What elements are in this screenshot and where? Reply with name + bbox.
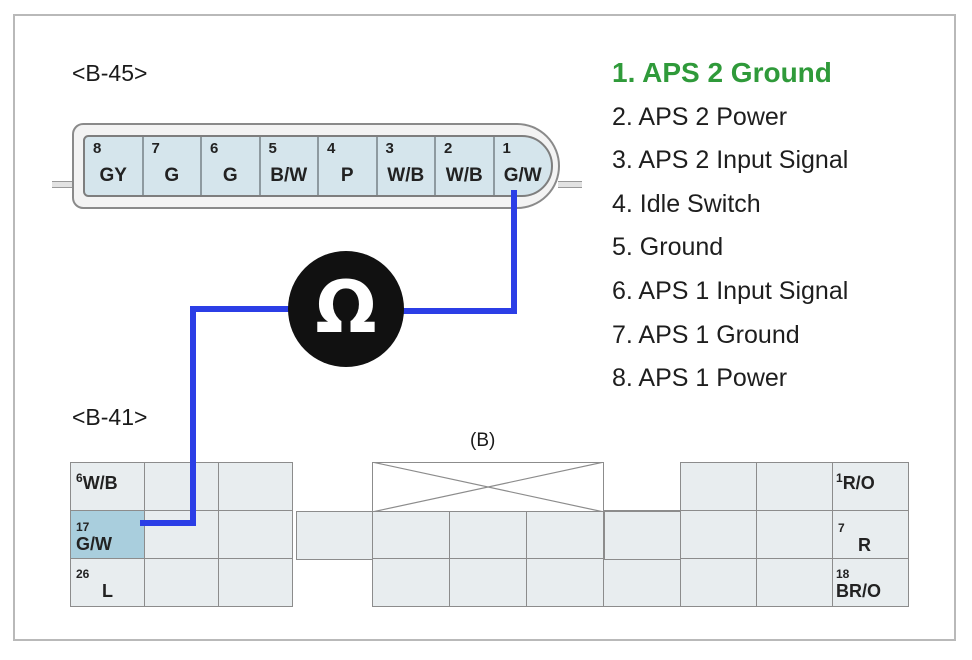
- b41-cavity: [680, 462, 757, 511]
- b41-cavity: [526, 510, 604, 559]
- connector-b45-label: <B-45>: [72, 60, 148, 86]
- legend-item-2: 2. APS 2 Power: [612, 102, 788, 131]
- b41-pin-17-number: 17: [76, 520, 90, 534]
- b45-pin-4: 4 P: [319, 137, 378, 195]
- b45-pin-2-wire: W/B: [445, 165, 483, 186]
- b45-pin-3-wire: W/B: [387, 165, 425, 186]
- b45-pin-7: 7 G: [144, 137, 202, 195]
- wire-to-meter-right: [400, 308, 517, 314]
- legend-item-1: 1. APS 2 Ground: [612, 57, 832, 88]
- b41-cavity: [756, 510, 833, 559]
- b45-pin-1-wire: G/W: [503, 165, 542, 186]
- connector-b41-label: <B-41>: [72, 404, 148, 430]
- b41-pin-6-number: 6: [76, 471, 83, 485]
- b45-pin-7-number: 7: [151, 140, 160, 157]
- b45-pin-6-number: 6: [210, 140, 219, 157]
- ohmmeter-symbol: Ω: [288, 251, 404, 367]
- b41-cavity: [756, 462, 833, 511]
- b41-cavity: [296, 511, 373, 560]
- wire-from-b45-pin1: [511, 190, 517, 314]
- legend-item-4: 4. Idle Switch: [612, 189, 761, 218]
- b41-cavity: [449, 510, 527, 559]
- legend-item-6: 6. APS 1 Input Signal: [612, 276, 849, 305]
- b41-blank-section: [372, 462, 604, 512]
- b41-cavity: [372, 510, 450, 559]
- legend-item-3: 3. APS 2 Input Signal: [612, 146, 849, 175]
- b41-cavity: [144, 462, 219, 511]
- b41-cavity: [526, 558, 604, 607]
- b45-pin-5-wire: B/W: [270, 165, 308, 186]
- b41-cavity: [680, 510, 757, 559]
- b41-pin-7-number: 7: [838, 521, 845, 535]
- b41-cavity: [680, 558, 757, 607]
- b45-pin-4-wire: P: [340, 165, 354, 186]
- b41-pin-18-number: 18: [836, 567, 850, 581]
- b41-pin-1-wire: R/O: [842, 473, 875, 493]
- b45-pin-4-number: 4: [327, 140, 336, 157]
- b45-pin-2: 2 W/B: [436, 137, 495, 195]
- omega-icon: Ω: [315, 265, 377, 349]
- b45-pin-5: 5 B/W: [261, 137, 319, 195]
- b45-pin-5-number: 5: [268, 140, 277, 157]
- b45-pin-8: 8 GY: [85, 137, 144, 195]
- b41-pin-26-wire: L: [102, 581, 113, 601]
- b41-pin-1: 1R/O: [836, 470, 875, 492]
- b41-cavity: [70, 558, 145, 607]
- b41-pin-17-wire: G/W: [76, 534, 112, 554]
- b41-pin-1-number: 1: [836, 471, 843, 485]
- b45-pin-3: 3 W/B: [378, 137, 436, 195]
- b41-pin-26-number: 26: [76, 567, 90, 581]
- wire-to-meter-left: [190, 306, 290, 312]
- b41-cavity: [218, 558, 293, 607]
- connector-b45-face: 8 GY 7 G 6 G 5 B/W 4 P 3 W/B 2 W/B 1 G/W: [83, 135, 553, 197]
- b41-pin-6: 6W/B: [76, 470, 118, 492]
- b41-cavity: [449, 558, 527, 607]
- b41-cavity: [832, 558, 909, 607]
- b45-pin-1-number: 1: [502, 140, 511, 157]
- connector-b45: 8 GY 7 G 6 G 5 B/W 4 P 3 W/B 2 W/B 1 G/W: [72, 123, 560, 209]
- wire-down-to-b41: [190, 306, 196, 526]
- b45-pin-7-wire: G: [164, 165, 180, 186]
- connector-b41-section-label: (B): [470, 430, 496, 451]
- b45-pin-3-number: 3: [385, 140, 394, 157]
- b45-pin-8-wire: GY: [99, 165, 127, 186]
- b41-cavity: [604, 511, 681, 560]
- b45-pin-8-number: 8: [93, 140, 102, 157]
- wire-to-b41-pin17: [140, 520, 196, 526]
- b45-pin-1: 1 G/W: [495, 137, 552, 195]
- b41-cavity: [144, 510, 219, 559]
- b45-pin-6-wire: G: [222, 165, 238, 186]
- b41-cavity: [70, 462, 145, 511]
- legend-item-7: 7. APS 1 Ground: [612, 320, 800, 349]
- connector-b45-rail-right: [558, 181, 582, 188]
- b41-cavity: [756, 558, 833, 607]
- b41-cavity: [218, 510, 293, 559]
- b41-cavity: [372, 558, 450, 607]
- b45-pin-2-number: 2: [444, 140, 453, 157]
- b41-cavity: [144, 558, 219, 607]
- b41-pin-18-wire: BR/O: [836, 581, 881, 601]
- legend-item-5: 5. Ground: [612, 233, 724, 262]
- pin-legend: 1. APS 2 Ground 2. APS 2 Power 3. APS 2 …: [612, 55, 848, 404]
- b41-cavity: [832, 510, 909, 559]
- legend-item-8: 8. APS 1 Power: [612, 364, 788, 393]
- b41-cavity: [603, 558, 681, 607]
- b41-cavity: [218, 462, 293, 511]
- b41-pin-7-wire: R: [858, 535, 871, 555]
- b41-pin-6-wire: W/B: [82, 473, 118, 493]
- connector-b45-rail-left: [52, 181, 74, 188]
- b45-pin-6: 6 G: [202, 137, 261, 195]
